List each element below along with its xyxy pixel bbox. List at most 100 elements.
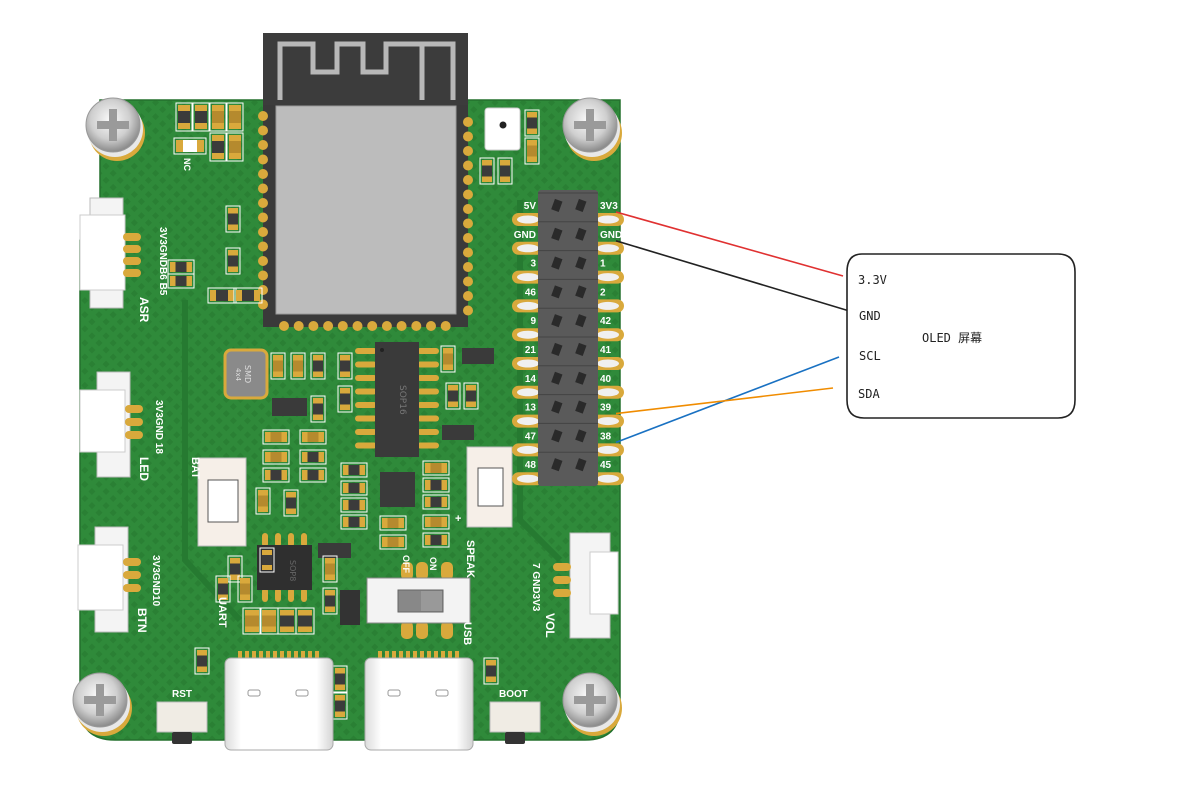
pcb-board (79, 99, 621, 741)
smd-outline (259, 547, 275, 573)
power-switch[interactable]: OFF ON USB (366, 555, 473, 645)
module-pad (463, 160, 473, 171)
connector-pin (553, 563, 571, 571)
header-hole (517, 474, 539, 483)
usb-pin (427, 651, 431, 660)
header-label-left: 9 (530, 316, 536, 327)
smd-component (237, 575, 253, 603)
smd-component (173, 137, 207, 155)
header-label-left: 5V (524, 201, 537, 212)
smd-body (228, 213, 238, 225)
header-hole (597, 474, 619, 483)
smd-body (230, 563, 240, 575)
oled-pin-gnd: GND (859, 309, 881, 323)
smd-component (332, 692, 348, 720)
rst-button[interactable]: RST (156, 689, 208, 744)
smd-component (233, 287, 263, 304)
usb-c-port-uart[interactable] (224, 651, 334, 751)
module-pad (293, 321, 304, 331)
smd-component (225, 205, 241, 233)
header-pin (575, 429, 587, 443)
smd-component (283, 489, 299, 517)
sot-chip (318, 543, 351, 558)
smd-component (310, 395, 326, 423)
smd-body (175, 276, 187, 286)
header-hole (597, 417, 619, 426)
module-pad (258, 241, 268, 252)
smd-outline (299, 429, 327, 445)
header-label-left: 3 (530, 259, 536, 270)
smd-component (379, 515, 407, 531)
header-pin (575, 227, 587, 241)
smd-component (242, 607, 262, 635)
usb-pin (238, 651, 242, 660)
smd-outline (440, 345, 456, 373)
smd-component (259, 607, 279, 635)
smd-body (335, 673, 345, 685)
header-label-right: GND (600, 230, 622, 241)
asr-pins-label: 3V3GNDB6 B5 (157, 227, 168, 296)
smd-body (430, 517, 442, 527)
connector-pin (123, 558, 141, 566)
usb-pin (294, 651, 298, 660)
header-label-right: 45 (600, 460, 612, 471)
wire-3-3v (615, 211, 844, 277)
switch-off-label: OFF (401, 555, 411, 573)
smd-outline (337, 385, 353, 413)
btn-label: BTN (135, 608, 149, 633)
smd-component (337, 385, 353, 413)
smd-component (207, 287, 237, 304)
module-pad (258, 198, 268, 208)
boot-button[interactable]: BOOT (489, 689, 541, 744)
header-pin (551, 198, 563, 213)
smd-outline (379, 515, 407, 531)
uart-label: UART (216, 597, 228, 628)
module-pad (308, 321, 319, 331)
smd-body (307, 470, 319, 480)
smd-body (218, 583, 228, 595)
module-pad (463, 131, 473, 142)
inductor: SMD 4x4 (223, 348, 269, 400)
connector-pin (123, 269, 141, 277)
sop16-chip: SOP16 (355, 342, 439, 457)
smd-outline (422, 532, 450, 548)
sop16-pin (417, 442, 439, 449)
mic-hole (499, 121, 507, 129)
smd-component (290, 352, 306, 380)
smd-component (463, 382, 479, 410)
module-pad (463, 291, 473, 301)
smd-outline (422, 514, 450, 530)
smd-component (226, 132, 244, 162)
usb-c-port-usb[interactable] (364, 651, 474, 751)
smd-outline (262, 429, 290, 445)
sop16-pin (417, 415, 439, 422)
asr-connector: 3V3GNDB6 B5 ASR (79, 197, 168, 323)
module-pad (258, 169, 268, 179)
led-connector: 3V3GND 18 LED (79, 371, 164, 481)
header-label-left: 13 (525, 403, 537, 414)
header-hole (597, 388, 619, 397)
sop16-pin (417, 361, 439, 368)
sop8-pin (275, 588, 281, 602)
sop16-pin (355, 348, 377, 354)
header-label-right: 38 (600, 431, 612, 442)
header-label-left: 48 (525, 460, 537, 471)
smd-body (430, 463, 442, 473)
smd-component (270, 352, 286, 380)
oled-pin-vcc: 3.3V (858, 273, 887, 287)
header-pin (575, 400, 587, 414)
smd-outline (295, 607, 315, 635)
smd-component (262, 467, 290, 483)
smd-component (422, 532, 450, 548)
module-pad (463, 305, 473, 316)
module-pad (258, 227, 268, 237)
header-hole (597, 301, 619, 310)
usb-pin (434, 651, 438, 660)
module-pad (463, 146, 473, 156)
smd-component (299, 467, 327, 483)
led-label: LED (137, 457, 151, 481)
header-pin (551, 400, 563, 414)
header-pin (575, 342, 587, 357)
sop16-pin (355, 442, 377, 449)
smd-component (422, 514, 450, 530)
